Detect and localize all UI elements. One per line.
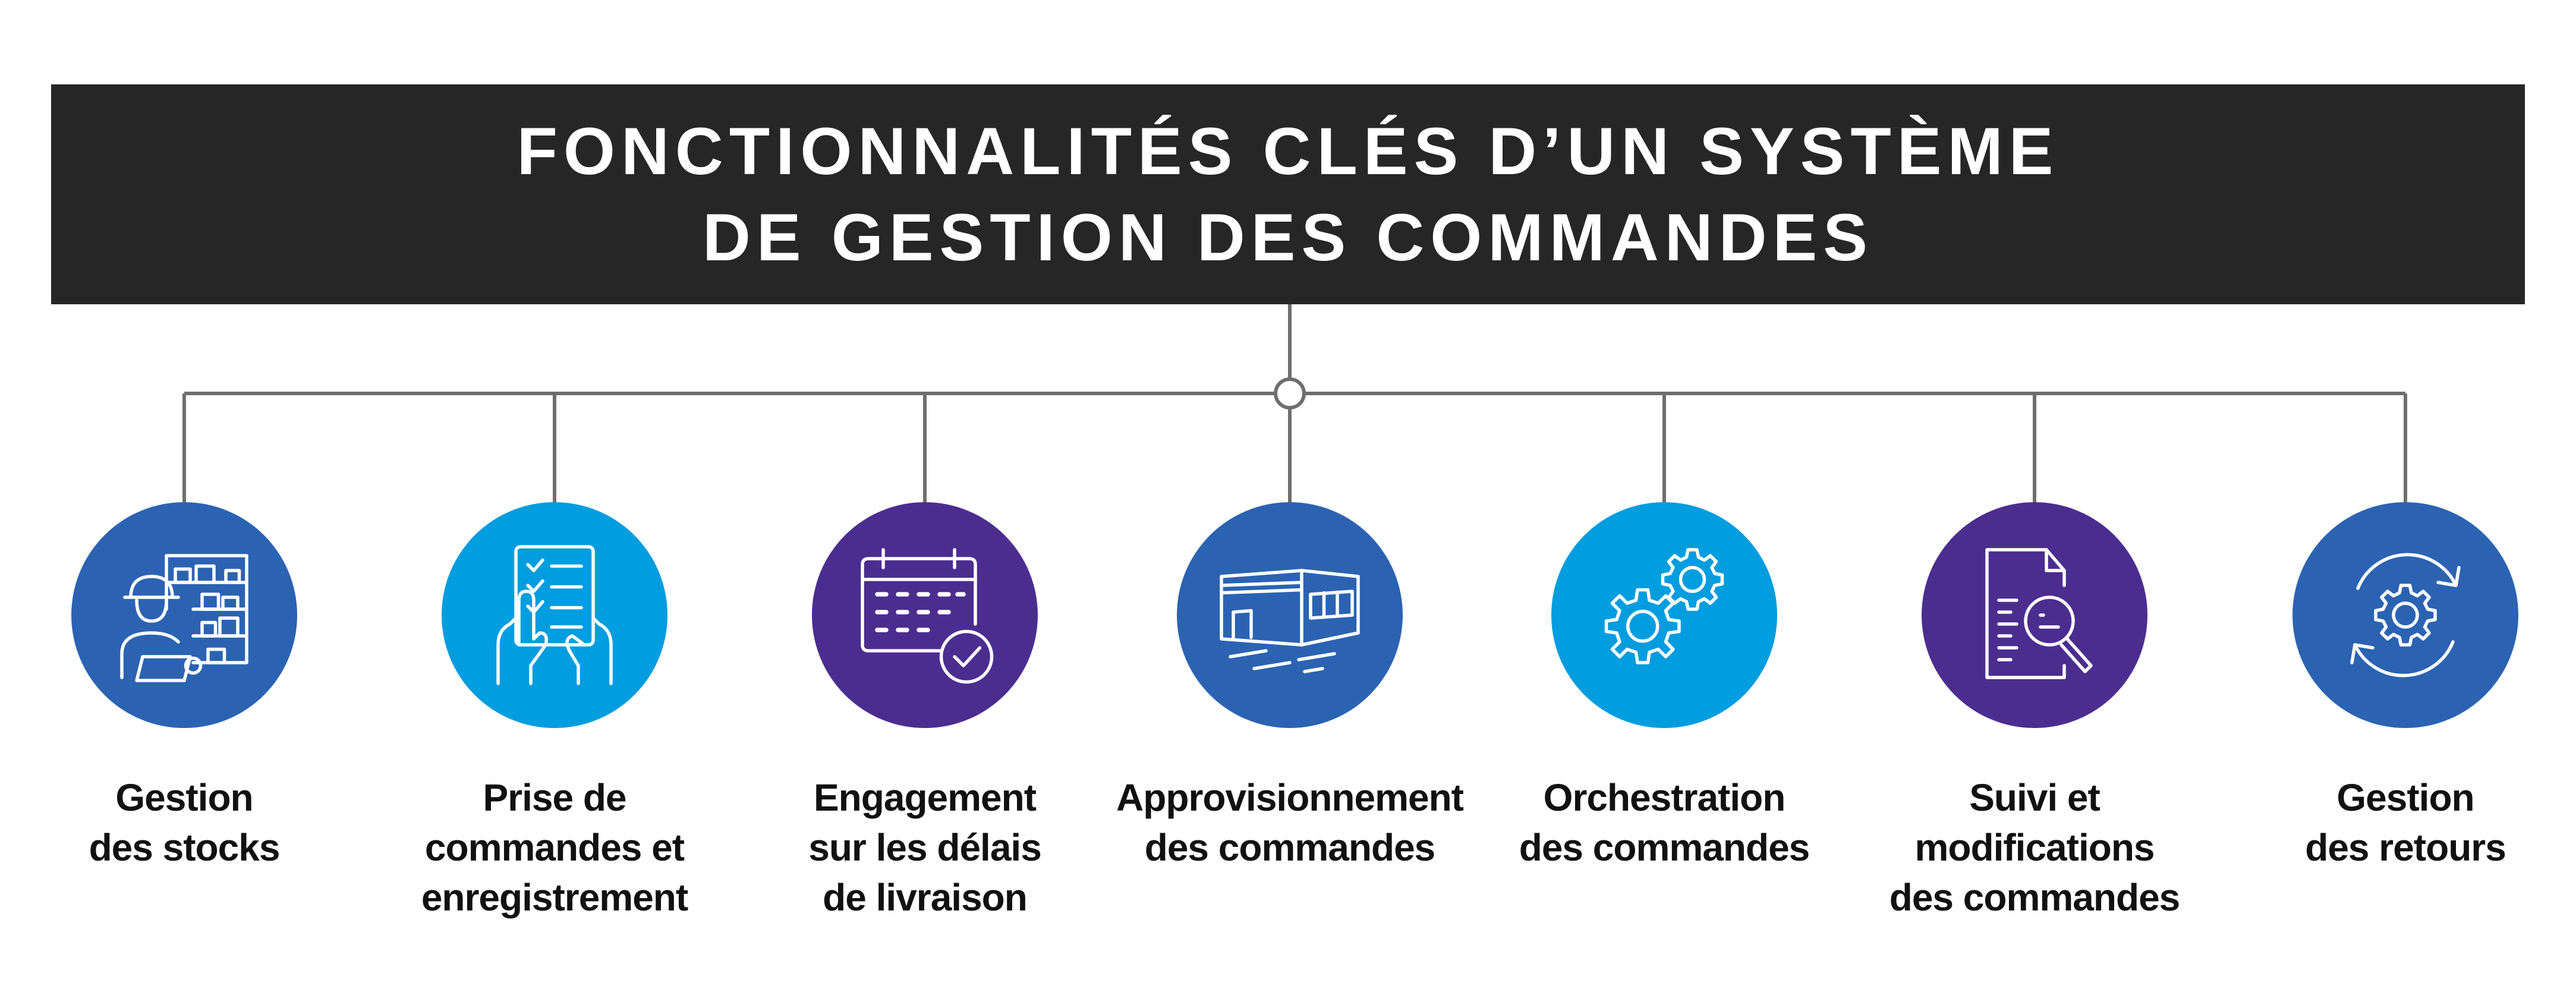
feature-order-fulfillment: Approvisionnement des commandes bbox=[1100, 502, 1480, 872]
feature-label: Orchestration des commandes bbox=[1519, 776, 1810, 869]
feature-circle bbox=[2292, 502, 2518, 728]
feature-order-orchestration: Orchestration des commandes bbox=[1474, 502, 1854, 872]
feature-order-entry: Prise de commandes et enregistrement bbox=[364, 502, 745, 922]
feature-label: Engagement sur les délais de livraison bbox=[808, 776, 1042, 919]
warehouse-building-icon bbox=[1220, 569, 1360, 673]
feature-circle bbox=[1551, 502, 1777, 728]
feature-label: Gestion des retours bbox=[2305, 776, 2506, 869]
document-search-icon bbox=[1985, 548, 2093, 679]
feature-returns-management: Gestion des retours bbox=[2215, 502, 2576, 872]
feature-label: Approvisionnement des commandes bbox=[1116, 776, 1464, 869]
feature-order-tracking: Suivi et modifications des commandes bbox=[1844, 502, 2225, 922]
feature-inventory-management: Gestion des stocks bbox=[0, 502, 374, 872]
title-line-1: FONCTIONNALITÉS CLÉS D’UN SYSTÈME bbox=[517, 114, 2059, 188]
feature-label: Suivi et modifications des commandes bbox=[1889, 776, 2181, 919]
feature-circle bbox=[71, 502, 297, 728]
feature-circle bbox=[1177, 502, 1403, 728]
feature-circle bbox=[812, 502, 1038, 728]
junction-node bbox=[1274, 377, 1306, 409]
gears-icon bbox=[1604, 548, 1724, 664]
title-banner: FONCTIONNALITÉS CLÉS D’UN SYSTÈME DE GES… bbox=[51, 84, 2525, 304]
feature-label: Prise de commandes et enregistrement bbox=[421, 776, 688, 919]
title-line-2: DE GESTION DES COMMANDES bbox=[703, 200, 1873, 275]
feature-delivery-commitment: Engagement sur les délais de livraison bbox=[735, 502, 1115, 922]
feature-label: Gestion des stocks bbox=[89, 776, 281, 869]
warehouse-worker-icon bbox=[120, 554, 248, 682]
checklist-tablet-icon bbox=[496, 545, 613, 685]
calendar-check-icon bbox=[861, 548, 994, 684]
cycle-gear-icon bbox=[2350, 553, 2461, 678]
feature-circle bbox=[1922, 502, 2147, 728]
feature-circle bbox=[442, 502, 667, 728]
